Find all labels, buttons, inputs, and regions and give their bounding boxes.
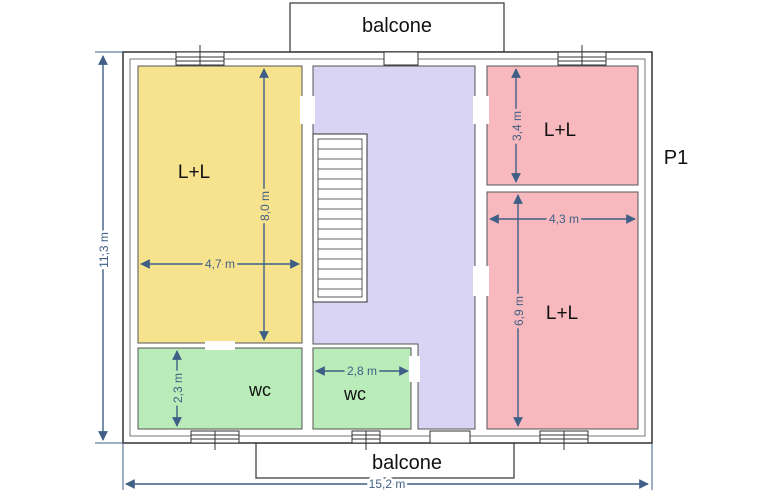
dim-right-small-depth: 3,4 m bbox=[510, 111, 524, 141]
label-right-small: L+L bbox=[544, 120, 576, 141]
dim-left-depth: 8,0 m bbox=[258, 191, 272, 221]
floor-label: P1 bbox=[664, 147, 688, 169]
room-right-large bbox=[486, 191, 639, 430]
dim-wc-left-depth: 2,3 m bbox=[171, 373, 185, 403]
dim-overall-height: 11,3 m bbox=[97, 232, 111, 268]
door-bottom-center bbox=[429, 430, 471, 444]
dim-right-large-depth: 6,9 m bbox=[512, 296, 526, 326]
label-left-large: L+L bbox=[178, 162, 210, 183]
dimension-lines bbox=[95, 51, 653, 490]
label-wc-left: wc bbox=[248, 380, 271, 400]
door-top-center bbox=[383, 51, 419, 66]
balcony-bottom-label: balcone bbox=[372, 452, 442, 474]
dim-wc-center-width: 2,8 m bbox=[347, 364, 377, 378]
balcony-top-label: balcone bbox=[362, 15, 432, 37]
balcony-top bbox=[289, 2, 505, 53]
windows bbox=[175, 45, 607, 450]
dim-left-width: 4,7 m bbox=[205, 257, 235, 271]
room-wc-left bbox=[137, 347, 303, 430]
staircase bbox=[312, 133, 368, 303]
label-wc-center: wc bbox=[343, 384, 366, 404]
label-right-large: L+L bbox=[546, 303, 578, 324]
room-wc-center bbox=[312, 347, 412, 430]
dim-overall-width: 15,2 m bbox=[369, 477, 406, 491]
dim-right-large-width: 4,3 m bbox=[549, 212, 579, 226]
door-gaps bbox=[205, 96, 489, 382]
room-left-large bbox=[137, 65, 303, 344]
balcony-bottom bbox=[255, 442, 515, 479]
